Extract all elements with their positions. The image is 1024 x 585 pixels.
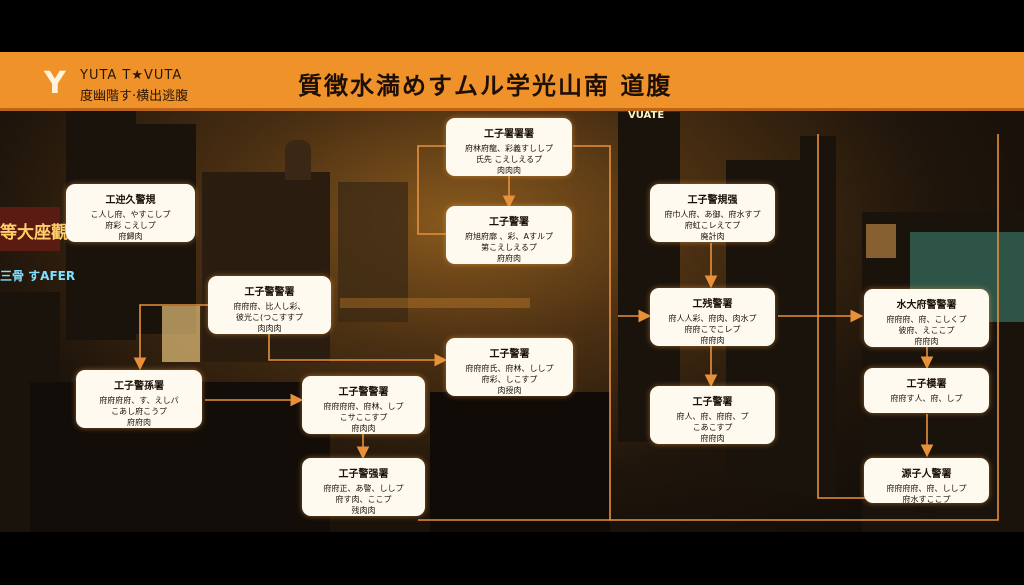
node-text-line: 府彩、しこすプ — [481, 375, 538, 384]
flowchart-node[interactable]: 工子警署府府府氏、府林、ししプ府彩、しこすプ肉授肉 — [446, 338, 573, 396]
flowchart-node[interactable]: 工残警署府人人彩、府肉、肉水プ府府こでこレプ府府肉 — [650, 288, 775, 346]
flowchart-node[interactable]: 工子警警署府府府、比人し彩、彼光こ(つこすすプ肉肉肉 — [208, 276, 331, 334]
page-title: 質徴水満めすムル学光山南 道腹 — [298, 71, 673, 100]
blue-neon-sign: 三骨 すAFER — [0, 269, 76, 283]
node-text-line: 府府こでこレプ — [684, 325, 741, 334]
node-text-line: 彼府、えここプ — [898, 326, 955, 335]
node-text-line: 府水すここプ — [902, 495, 951, 504]
node-text-line: 廃計肉 — [700, 232, 725, 241]
node-title: 工子警警署 — [244, 287, 295, 298]
flowchart-node[interactable]: 工迚久警規こ人し府、やすこしプ府彩 こえしプ府歸肉 — [66, 184, 195, 242]
street-glow — [340, 298, 530, 308]
node-text-line: 府肉肉 — [914, 506, 939, 515]
flowchart-node[interactable]: 工子警署府人、府、府府、プこあこすプ府府肉 — [650, 386, 775, 444]
logo-icon: Y — [44, 66, 66, 101]
red-neon-sign: 等大座觀 — [0, 223, 68, 243]
connector — [817, 134, 866, 499]
node-text-line: 府府肉 — [700, 336, 725, 345]
node-text-line: 府彩 こえしプ — [105, 221, 156, 230]
node-text-line: 府肉肉 — [351, 424, 376, 433]
node-text-line: 府人人彩、府肉、肉水プ — [668, 314, 757, 323]
tower-dome — [285, 140, 311, 180]
node-text-line: こ人し府、やすこしプ — [90, 210, 171, 219]
node-title: 工子警孫署 — [114, 381, 164, 392]
flowchart-node[interactable]: 工子警警署府府府府、府林、しプこサここすプ府肉肉 — [302, 376, 425, 434]
flowchart-node[interactable]: 水大府警警署府府府、府、こしくプ彼府、えここプ府府肉 — [864, 289, 989, 347]
node-text-line: 府林府龍、彩義すししプ — [465, 144, 553, 153]
node-title: 工子模署 — [906, 379, 947, 390]
node-text-line: 肉肉肉 — [497, 166, 521, 175]
node-text-line: 第こえしえるプ — [481, 243, 537, 252]
brand-tagline: 度幽階す·横出逃腹 — [80, 89, 189, 104]
flowchart-node[interactable]: 工子模署府府す人、府、しプ — [864, 368, 989, 413]
node-text-line: 府府府府、府林、しプ — [323, 402, 404, 411]
node-title: 工残警署 — [692, 299, 733, 310]
node-text-line: 府巾人府、あ御、府水すプ — [664, 210, 761, 219]
billboard-screen — [162, 306, 200, 362]
flowchart-node[interactable]: 工子警孫署府府府府、す、えしパこあし府こうプ府府肉 — [76, 370, 202, 428]
node-text-line: 府府す人、府、しプ — [890, 394, 963, 403]
node-text-line: 府府府府、府、ししプ — [886, 484, 967, 493]
node-text-line: 氏先 こえしえるプ — [475, 155, 543, 164]
connector — [268, 334, 448, 367]
node-title: 源子人警署 — [901, 469, 952, 480]
node-title: 工子署署署 — [484, 129, 534, 140]
node-text-line: 府府肉 — [700, 434, 725, 443]
flowchart-node[interactable]: 工子署署署府林府龍、彩義すししプ氏先 こえしえるプ肉肉肉 — [446, 118, 572, 176]
node-title: 水大府警警署 — [896, 300, 957, 311]
red-sign-panel — [0, 207, 60, 251]
node-text-line: 肉肉肉 — [257, 324, 282, 333]
flowchart-node[interactable]: 工子警規强府巾人府、あ御、府水すプ府虹こレえてプ廃計肉 — [650, 184, 775, 242]
brand-name: YUTA T★VUTA — [80, 68, 183, 83]
node-title: 工子警强署 — [338, 469, 389, 480]
node-text-line: 残肉肉 — [351, 506, 376, 515]
node-text-line: こあこすプ — [692, 423, 733, 432]
node-text-line: 府府府、府、こしくプ — [886, 315, 967, 324]
building-silhouette — [430, 392, 610, 532]
node-text-line: 府す肉、ここプ — [335, 495, 392, 504]
node-text-line: 府旭府廓 、彩、Aすルプ — [464, 232, 553, 241]
node-text-line: 府人、府、府府、プ — [676, 412, 749, 421]
billboard-screen — [866, 224, 896, 258]
node-text-line: こあし府こうプ — [111, 407, 167, 416]
node-text-line: 府府正、あ警、ししプ — [323, 484, 404, 493]
connector — [418, 145, 611, 521]
node-text-line: 府府肉 — [497, 254, 521, 263]
node-text-line: 府府府氏、府林、ししプ — [465, 364, 554, 373]
connector — [610, 134, 999, 521]
flowchart-node[interactable]: 工子警署府旭府廓 、彩、Aすルプ第こえしえるプ府府肉 — [446, 206, 572, 264]
connector — [133, 304, 208, 371]
node-text-line: 府府肉 — [127, 418, 151, 427]
header-bar — [0, 52, 1024, 111]
connector — [417, 145, 446, 235]
node-title: 工子警署 — [489, 217, 529, 228]
node-text-line: こサここすプ — [339, 413, 388, 422]
node-text-line: 府府府、比人し彩、 — [233, 302, 306, 311]
node-text-line: 彼光こ(つこすすプ — [236, 313, 303, 322]
node-title: 工子警署 — [692, 397, 733, 408]
node-title: 工迚久警規 — [105, 195, 156, 206]
node-text-line: 府歸肉 — [118, 232, 143, 241]
node-title: 工子警警署 — [338, 387, 389, 398]
node-title: 工子警署 — [489, 349, 530, 360]
building-silhouette — [338, 182, 408, 322]
node-text-line: 肉授肉 — [497, 386, 522, 395]
node-text-line: 府虹こレえてプ — [684, 221, 741, 230]
node-text-line: 府府府府、す、えしパ — [99, 396, 179, 405]
building-top-sign: VUATE — [628, 110, 665, 121]
flowchart-node[interactable]: 源子人警署府府府府、府、ししプ府水すここプ府肉肉 — [864, 458, 989, 515]
node-text-line: 府府肉 — [914, 337, 939, 346]
flowchart-node[interactable]: 工子警强署府府正、あ警、ししプ府す肉、ここプ残肉肉 — [302, 458, 425, 516]
node-title: 工子警規强 — [687, 195, 738, 206]
